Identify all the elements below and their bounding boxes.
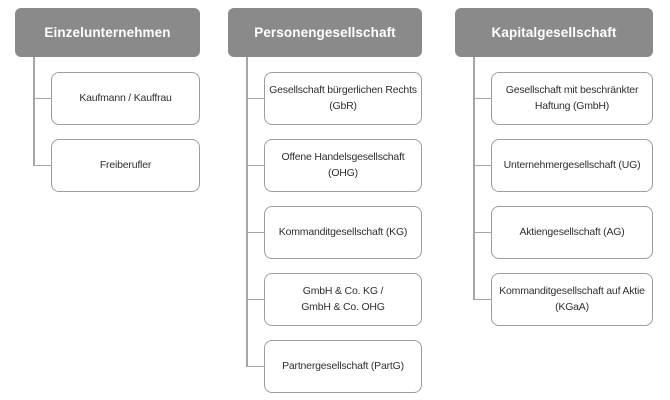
connector-trunk bbox=[246, 57, 248, 367]
column-kapitalgesellschaft: Kapitalgesellschaft Gesellschaft mit bes… bbox=[455, 8, 653, 326]
entity-label: Kaufmann / Kauffrau bbox=[79, 91, 172, 104]
entity-box-ug: Unternehmergesellschaft (UG) bbox=[473, 139, 653, 192]
entity-box-partg: Partnergesellschaft (PartG) bbox=[246, 340, 422, 393]
entity-label: GmbH & Co. OHG bbox=[301, 300, 385, 313]
column-einzelunternehmen: Einzelunternehmen Kaufmann / Kauffrau Fr… bbox=[15, 8, 200, 192]
entity-box-ohg: Offene Handelsgesellschaft (OHG) bbox=[246, 139, 422, 192]
children-group: Kaufmann / Kauffrau Freiberufler bbox=[33, 72, 200, 192]
connector-trunk bbox=[473, 57, 475, 300]
entity-box-gmbh: Gesellschaft mit beschränkter Haftung (G… bbox=[473, 72, 653, 125]
entity-label: Offene Handelsgesellschaft bbox=[281, 151, 405, 164]
entity-label: (OHG) bbox=[328, 166, 358, 179]
connector-trunk bbox=[33, 57, 35, 166]
entity-label: (GbR) bbox=[329, 99, 357, 112]
entity-box-gbr: Gesellschaft bürgerlichen Rechts (GbR) bbox=[246, 72, 422, 125]
entity-box-gmbh-co-kg: GmbH & Co. KG / GmbH & Co. OHG bbox=[246, 273, 422, 326]
entity-label: Kommanditgesellschaft auf Aktie bbox=[499, 285, 645, 298]
entity-label: (KGaA) bbox=[555, 300, 589, 313]
entity-label: Gesellschaft mit beschränkter bbox=[505, 84, 639, 97]
entity-box-ag: Aktiengesellschaft (AG) bbox=[473, 206, 653, 259]
category-header-personengesellschaft: Personengesellschaft bbox=[228, 8, 422, 57]
entity-box-kaufmann-kauffrau: Kaufmann / Kauffrau bbox=[33, 72, 200, 125]
entity-label: Freiberufler bbox=[99, 158, 152, 171]
entity-label: Haftung (GmbH) bbox=[534, 99, 610, 112]
entity-box-kgaa: Kommanditgesellschaft auf Aktie (KGaA) bbox=[473, 273, 653, 326]
entity-label: Partnergesellschaft (PartG) bbox=[282, 359, 404, 372]
children-group: Gesellschaft bürgerlichen Rechts (GbR) O… bbox=[246, 72, 422, 393]
entity-box-freiberufler: Freiberufler bbox=[33, 139, 200, 192]
category-header-einzelunternehmen: Einzelunternehmen bbox=[15, 8, 200, 57]
column-personengesellschaft: Personengesellschaft Gesellschaft bürger… bbox=[228, 8, 422, 393]
entity-label: Aktiengesellschaft (AG) bbox=[519, 225, 625, 238]
entity-label: Kommanditgesellschaft (KG) bbox=[278, 225, 408, 238]
entity-label: Gesellschaft bürgerlichen Rechts bbox=[269, 84, 417, 97]
entity-box-kg: Kommanditgesellschaft (KG) bbox=[246, 206, 422, 259]
entity-label: Unternehmergesellschaft (UG) bbox=[503, 158, 641, 171]
entity-label: GmbH & Co. KG / bbox=[302, 285, 384, 298]
category-header-kapitalgesellschaft: Kapitalgesellschaft bbox=[455, 8, 653, 57]
children-group: Gesellschaft mit beschränkter Haftung (G… bbox=[473, 72, 653, 326]
